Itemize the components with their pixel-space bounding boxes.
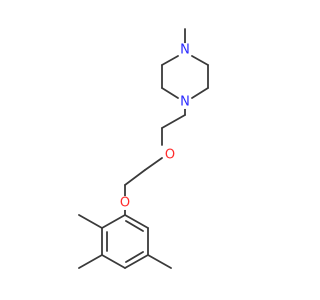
bond-c-left-n-top bbox=[161, 55, 179, 66]
atom-bg-o-aryl bbox=[118, 196, 132, 210]
bond-c3-c4 bbox=[101, 254, 126, 269]
bond-n-top-c-right bbox=[191, 55, 209, 66]
atom-bg-o-ether bbox=[163, 148, 177, 162]
bond-n-bottom-c-left bbox=[161, 87, 179, 99]
aromatic-bond-c6-c1 bbox=[125, 220, 144, 232]
atom-bg-n-top bbox=[178, 43, 192, 57]
molecule-structure: N N O O bbox=[78, 28, 209, 269]
bond-ch2-ch2-lower bbox=[124, 169, 146, 186]
bond-c2-methyl bbox=[78, 214, 103, 229]
bond-o-ether-ch2 bbox=[144, 157, 163, 171]
bond-c-right-n-bottom bbox=[191, 87, 209, 99]
bond-ch2-ch2 bbox=[161, 114, 186, 129]
atom-n-top: N bbox=[180, 43, 190, 58]
bond-c5-methyl bbox=[147, 254, 172, 269]
bond-c3-methyl bbox=[78, 254, 103, 269]
atom-bg-n-bottom bbox=[178, 95, 192, 109]
bond-c6-c1 bbox=[124, 214, 149, 229]
bond-c1-c2 bbox=[101, 214, 126, 229]
bond-c4-c5 bbox=[124, 254, 149, 269]
aromatic-bond-c4-c5 bbox=[125, 251, 144, 263]
atom-o-aryl: O bbox=[120, 196, 130, 211]
atom-o-ether: O bbox=[165, 148, 175, 163]
atom-n-bottom: N bbox=[180, 95, 190, 110]
